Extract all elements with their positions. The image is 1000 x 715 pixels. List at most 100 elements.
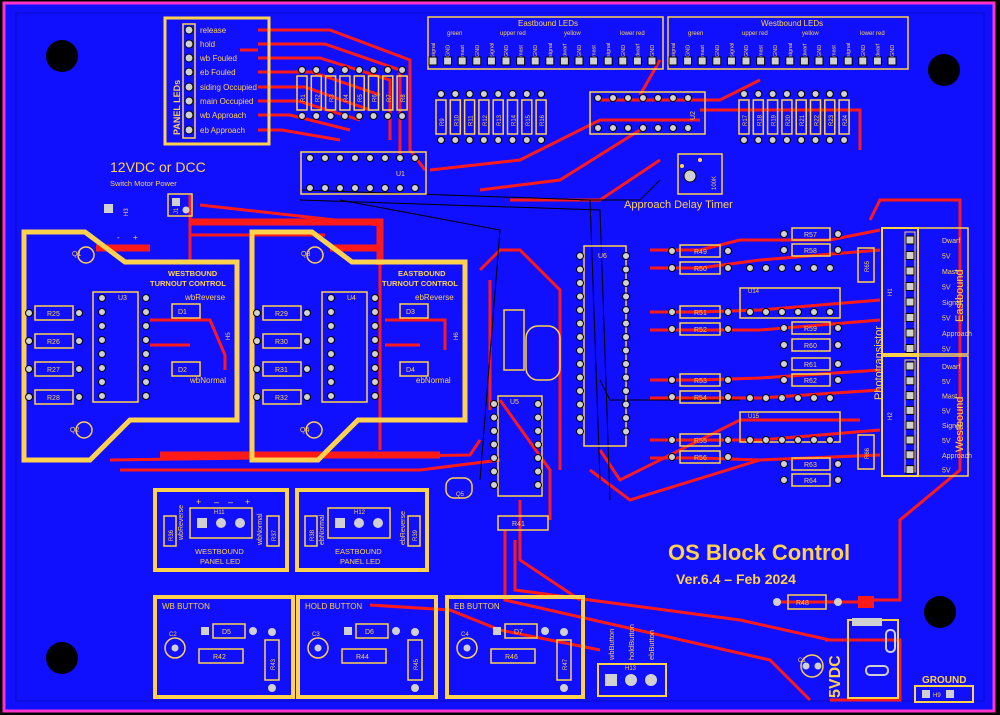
pad — [369, 66, 378, 74]
pad — [810, 394, 818, 402]
diode-d2 — [171, 361, 201, 377]
pad — [754, 136, 763, 144]
pad — [778, 264, 786, 272]
pad — [668, 376, 676, 384]
eastbound_leds-pin-label-7: GND — [533, 45, 539, 57]
connector-pin-label-7: 5V — [942, 347, 951, 354]
pad — [622, 306, 630, 314]
eastbound_leds-pin-label-1: GND — [446, 45, 452, 57]
pad — [576, 400, 584, 409]
westbound_leds-pad — [683, 56, 693, 66]
wb-sign-2: – — [214, 497, 219, 507]
h5-label: H5 — [226, 332, 232, 340]
d3-label: D3 — [406, 309, 415, 316]
h3-pad — [104, 204, 113, 213]
wb-panel-left-label: wbReverse — [178, 505, 185, 541]
eastbound-connector-title: Eastbound — [954, 269, 966, 322]
resistor — [556, 639, 572, 681]
connector-pad — [905, 465, 915, 475]
d1-label: D1 — [178, 309, 187, 316]
label-r12: R12 — [483, 114, 489, 126]
eastbound_leds-pin-label-4: signal — [489, 43, 495, 57]
label-r56: R56 — [694, 455, 707, 462]
panel-leds-block — [163, 16, 271, 146]
westbound_leds-pin-label-6: mast — [759, 45, 765, 57]
westbound_leds-pad — [741, 56, 751, 66]
pad — [494, 136, 503, 144]
connector-pad — [905, 344, 915, 353]
pad — [576, 427, 584, 436]
pad — [326, 66, 335, 74]
pad — [451, 136, 460, 144]
resistor-r58 — [791, 243, 831, 257]
r39-label: R39 — [413, 529, 419, 541]
capacitor — [307, 637, 329, 659]
label-r20: R20 — [786, 114, 792, 126]
pad — [383, 112, 392, 120]
panel-led-label-hold: hold — [200, 40, 215, 49]
pad — [576, 333, 584, 341]
pad — [465, 136, 474, 144]
resistor-r66 — [857, 434, 875, 470]
westbound_leds-pin-label-13: GND — [861, 45, 867, 57]
crystal-caps — [503, 309, 525, 371]
label-r8: R8 — [401, 94, 407, 102]
resistor-r51 — [679, 305, 721, 319]
pad — [253, 337, 261, 345]
pad — [576, 319, 584, 328]
pad — [576, 414, 584, 422]
eb-panel-title: EASTBOUND — [335, 547, 382, 556]
pad — [754, 90, 763, 98]
pad — [724, 436, 732, 444]
resistor-r41 — [497, 515, 549, 531]
pad — [724, 247, 732, 255]
u2-label: U2 — [690, 111, 697, 120]
eastbound_leds-pin-label-5: GND — [504, 45, 510, 57]
resistor-label: R47 — [563, 658, 569, 670]
label-r14: R14 — [512, 114, 518, 126]
pad — [534, 427, 542, 435]
connector-pin-label-4: Signal — [942, 300, 962, 307]
pad — [810, 436, 818, 444]
label-r30: R30 — [275, 339, 288, 346]
power-led — [858, 596, 866, 608]
westbound_leds-pin-label-5: GND — [744, 45, 750, 57]
connector-pad — [905, 435, 915, 445]
label-r1: R1 — [301, 94, 307, 102]
ground-header-h9 — [914, 685, 974, 703]
connector-pad — [905, 313, 915, 322]
label-r10: R10 — [454, 114, 460, 126]
pad — [451, 90, 460, 98]
pad — [326, 112, 335, 120]
label-r6: R6 — [373, 94, 379, 102]
pad — [25, 393, 33, 401]
resistor-r11 — [463, 99, 476, 135]
label-r31: R31 — [275, 367, 288, 374]
wb-panel-led-box — [153, 488, 289, 572]
pad — [576, 279, 584, 287]
pad — [778, 436, 786, 444]
pad — [724, 376, 732, 384]
u15-label: U15 — [748, 414, 760, 420]
connector-pad — [905, 282, 915, 291]
eastbound_leds-pin-label-11: mast — [592, 45, 598, 57]
pad — [298, 112, 306, 120]
pad — [794, 264, 802, 272]
panel-led-label-siding-occupied: siding Occupied — [200, 83, 257, 92]
connector-pin-label-1: 5V — [942, 254, 951, 261]
panel-leds-pins — [182, 23, 196, 139]
label-r17: R17 — [743, 114, 749, 126]
label-r13: R13 — [497, 114, 503, 126]
westbound_leds-pad — [785, 56, 795, 66]
pad — [355, 66, 364, 74]
connector-pin-label-1: 5V — [942, 379, 951, 386]
button-title: EB BUTTON — [454, 602, 500, 611]
label-r32: R32 — [275, 395, 288, 402]
pad — [811, 136, 820, 144]
u3-label: U3 — [118, 295, 127, 302]
eastbound_leds-pin-label-15: GND — [650, 45, 656, 57]
pad — [622, 333, 630, 341]
pad — [398, 66, 407, 74]
